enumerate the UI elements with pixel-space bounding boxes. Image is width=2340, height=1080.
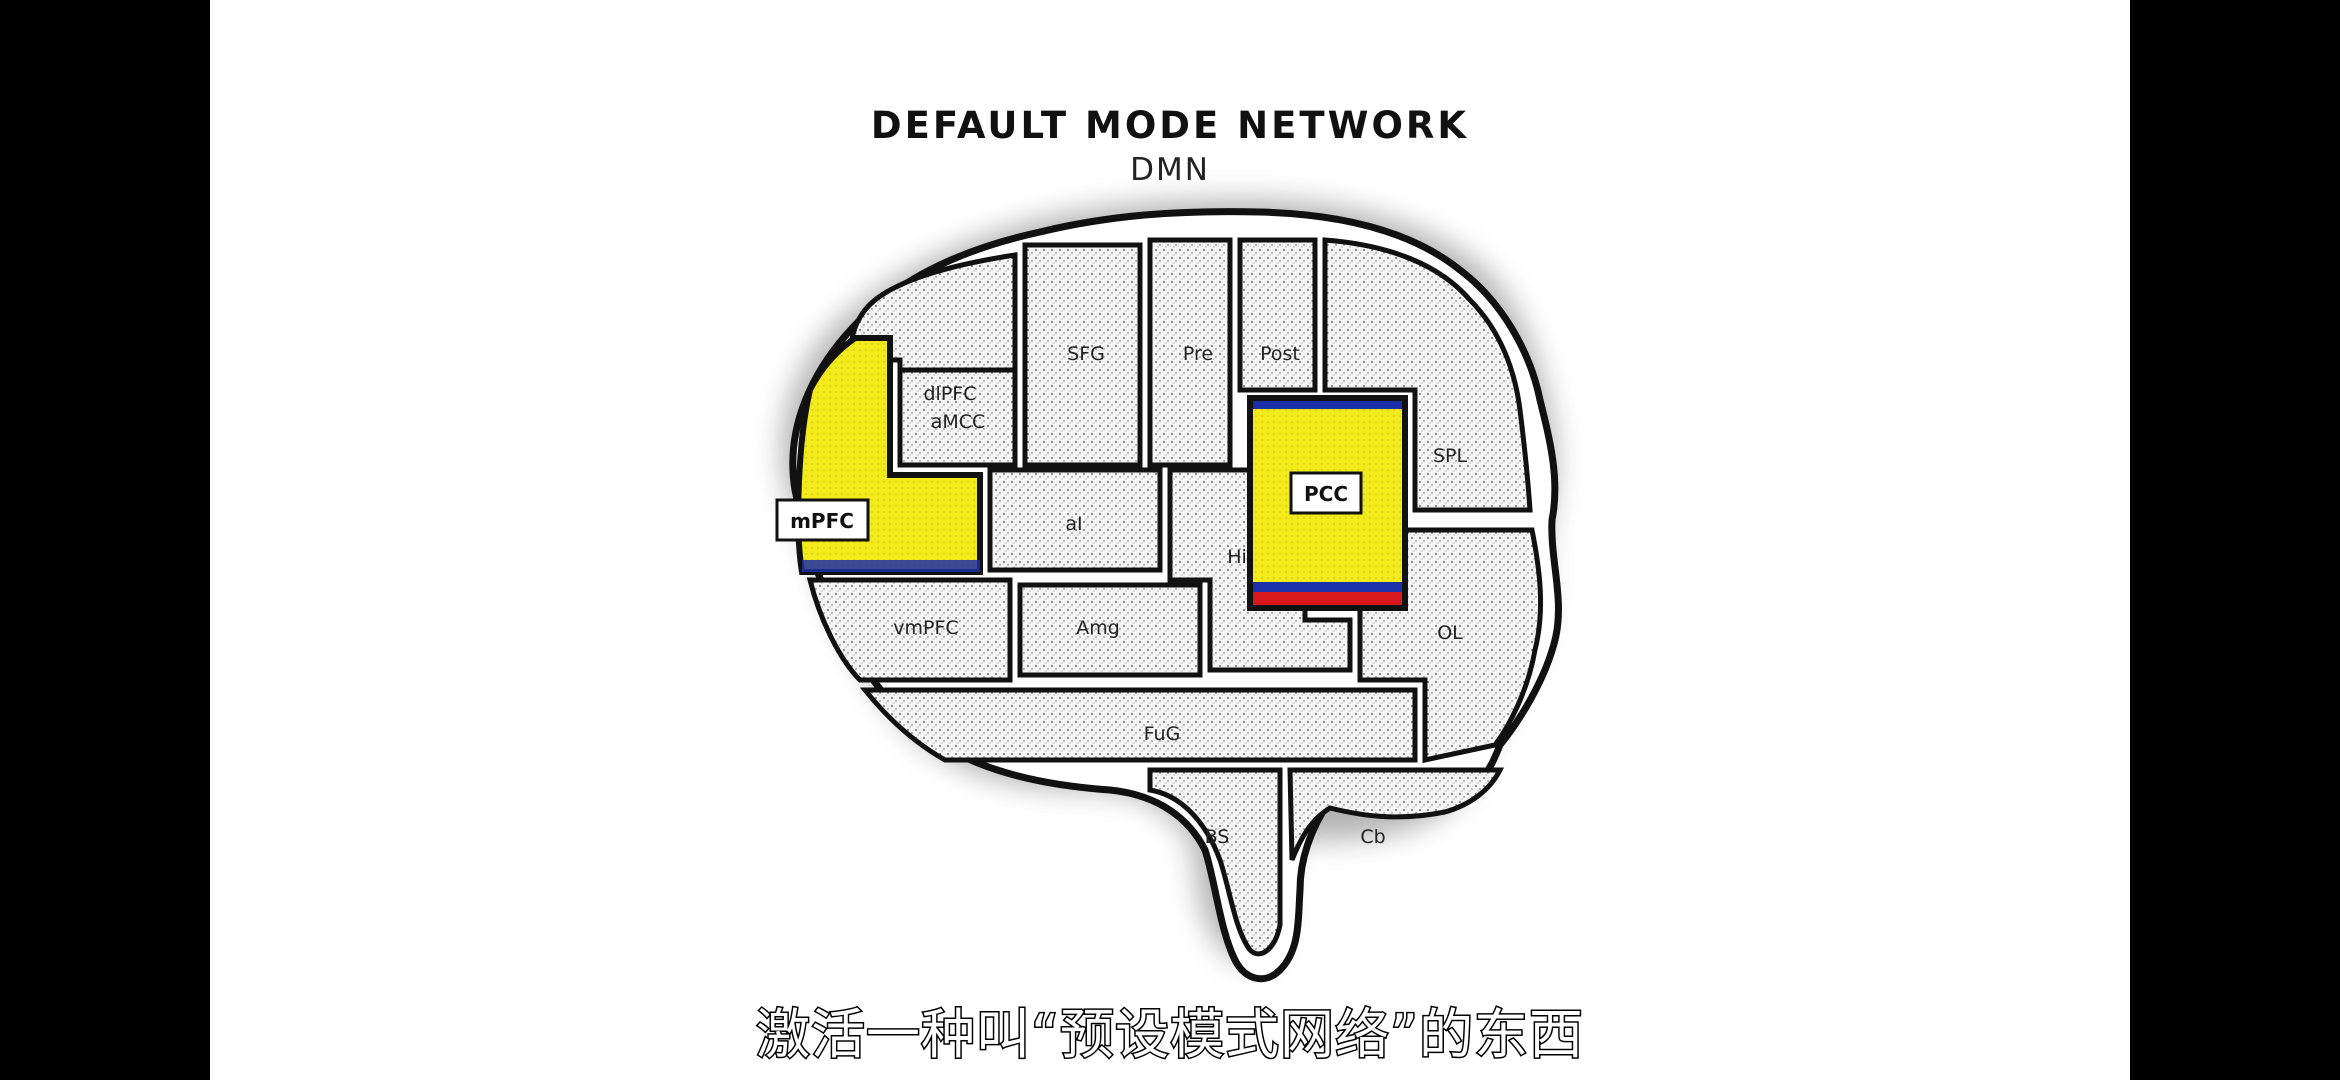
- label-mpfc: mPFC: [790, 509, 854, 533]
- diagram-title: DEFAULT MODE NETWORK: [870, 104, 1470, 147]
- label-pcc: PCC: [1304, 482, 1348, 506]
- right-letterbox: [2130, 0, 2340, 1080]
- brain-diagram: dlPFC aMCC SFG Pre Post SPL aI Hi vmPFC …: [775, 200, 1562, 983]
- diagram-subtitle: DMN: [1130, 152, 1210, 188]
- region-sfg-shape: [1022, 242, 1143, 468]
- label-amg: Amg: [1076, 617, 1120, 639]
- region-cb-shape: [1287, 767, 1505, 861]
- label-box-pcc: PCC: [1289, 471, 1363, 515]
- region-spl-shape: [1322, 237, 1533, 513]
- label-post: Post: [1260, 343, 1300, 365]
- label-fug: FuG: [1144, 723, 1181, 745]
- region-pre-shape: [1147, 237, 1233, 468]
- label-ai: aI: [1065, 513, 1082, 535]
- label-ol: OL: [1437, 622, 1463, 644]
- label-spl: SPL: [1433, 445, 1468, 467]
- region-fug-shape: [859, 687, 1418, 763]
- region-bs-shape: [1147, 767, 1283, 957]
- label-pre: Pre: [1183, 343, 1213, 365]
- label-hi: Hi: [1227, 546, 1247, 568]
- region-post-shape: [1237, 237, 1318, 393]
- label-cb: Cb: [1360, 826, 1385, 848]
- video-frame: DEFAULT MODE NETWORK DMN: [210, 0, 2130, 1080]
- region-vmpfc-shape: [806, 577, 1013, 683]
- left-letterbox: [0, 0, 210, 1080]
- label-bs: BS: [1205, 826, 1230, 848]
- region-amcc-shape: [897, 367, 1018, 468]
- region-ai-shape: [987, 467, 1163, 573]
- region-amg-shape: [1017, 582, 1203, 678]
- label-amcc: aMCC: [931, 411, 986, 433]
- label-dlpfc: dlPFC: [924, 383, 977, 405]
- label-sfg: SFG: [1067, 343, 1105, 365]
- label-box-mpfc: mPFC: [775, 498, 870, 542]
- video-caption: 激活一种叫“预设模式网络”的东西: [755, 1002, 1585, 1068]
- label-vmpfc: vmPFC: [893, 617, 958, 639]
